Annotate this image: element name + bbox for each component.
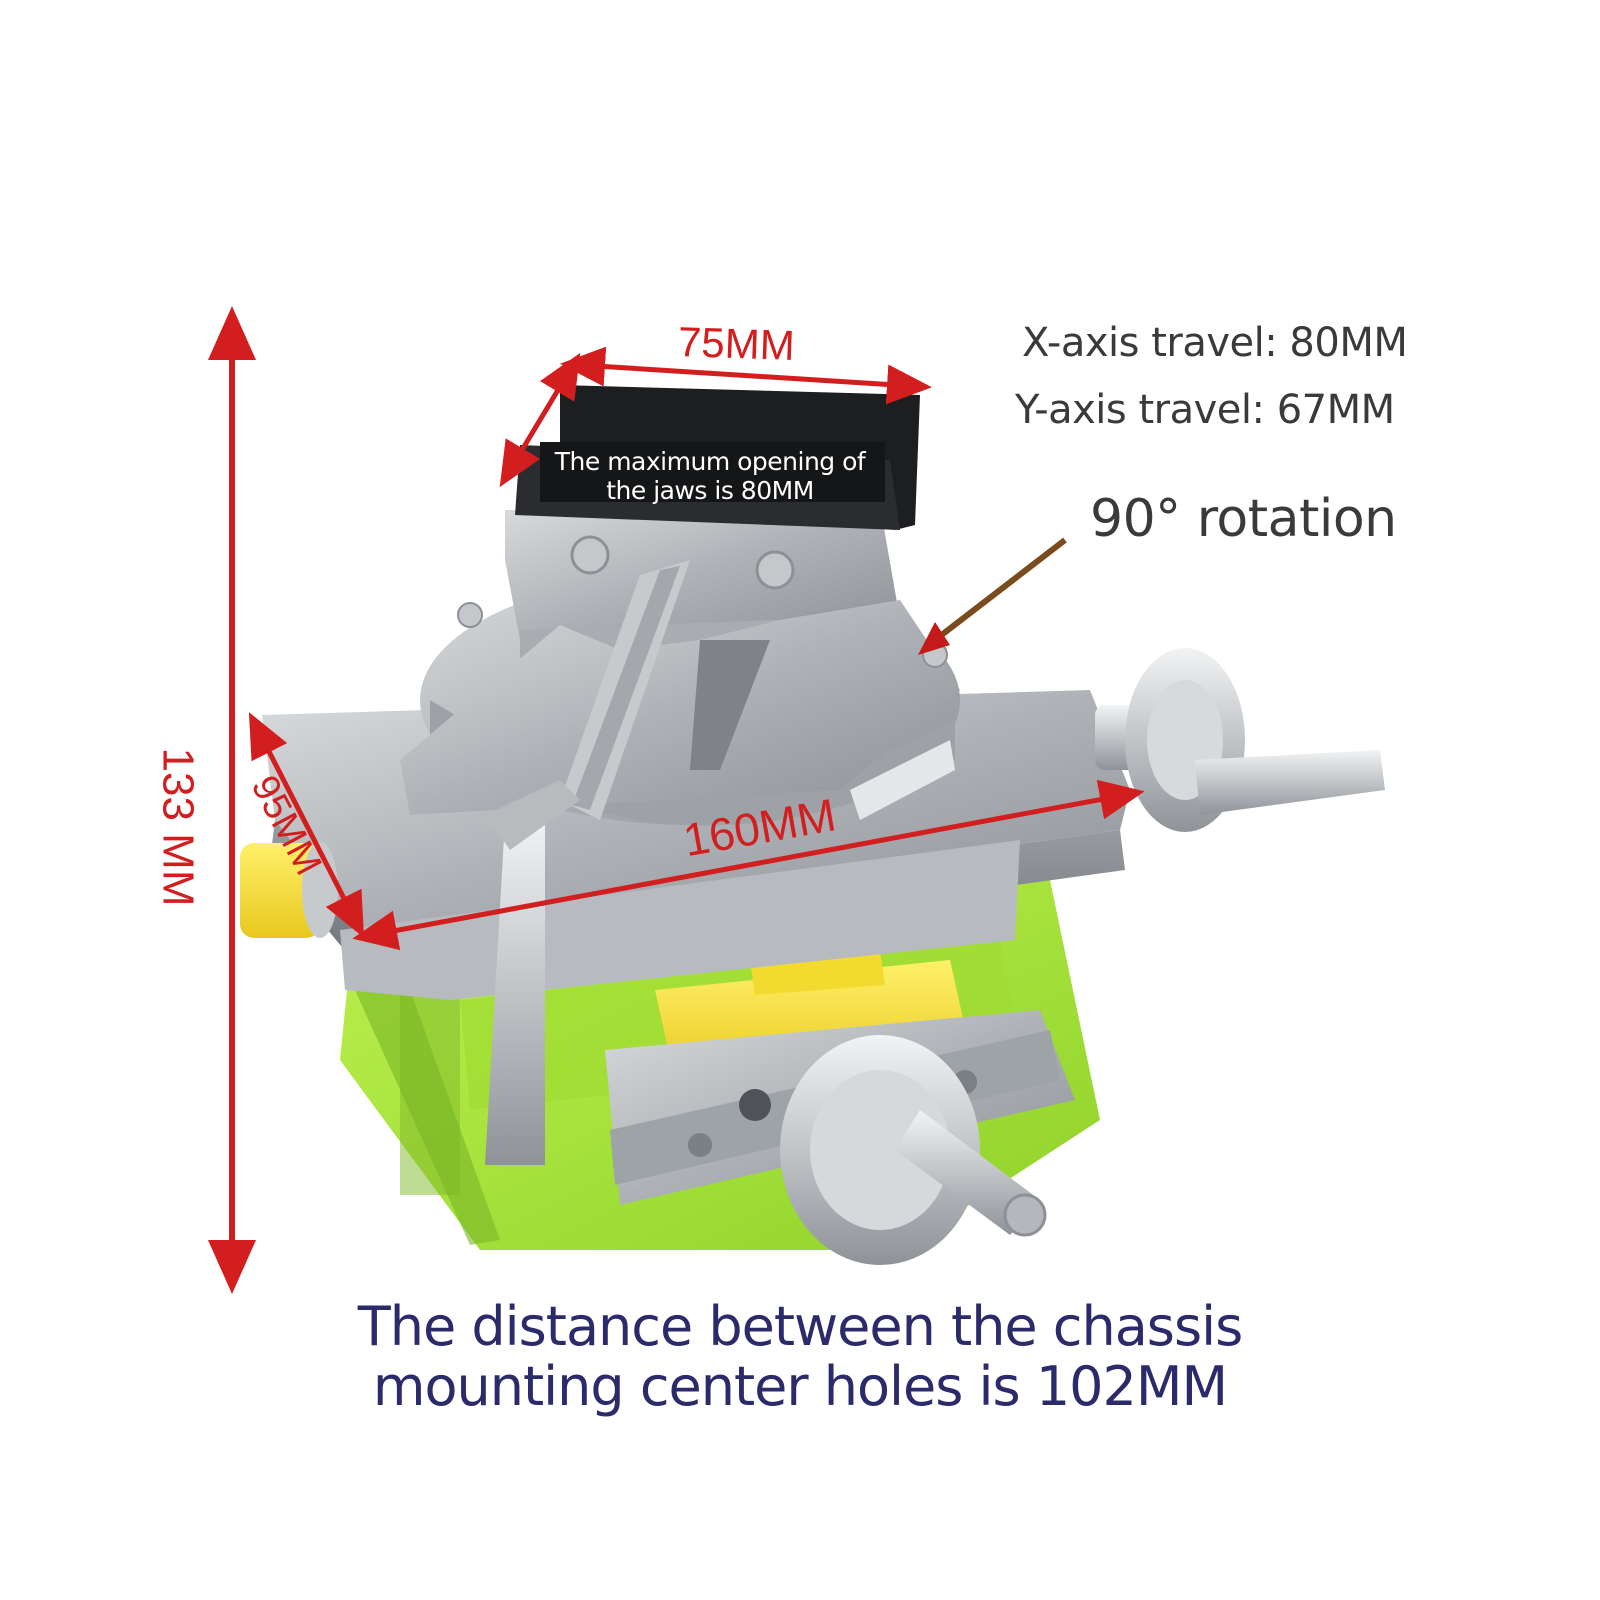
y-axis-travel-label: Y-axis travel: 67MM bbox=[1015, 387, 1395, 433]
front-handwheel[interactable] bbox=[780, 1035, 1047, 1265]
jaw-note-line1: The maximum opening of bbox=[554, 447, 866, 476]
side-handwheel[interactable] bbox=[1095, 648, 1385, 832]
jaw-depth-arrow bbox=[499, 352, 581, 488]
rotation-pointer bbox=[918, 537, 1067, 655]
mounting-note-line2: mounting center holes is 102MM bbox=[372, 1355, 1228, 1418]
depth-arrow bbox=[248, 712, 365, 938]
jaw-note-line2: the jaws is 80MM bbox=[606, 476, 814, 505]
jaw-width-label: 75MM bbox=[677, 317, 796, 370]
vise-jaws bbox=[515, 385, 920, 530]
jaw-opening-note: The maximum opening of the jaws is 80MM bbox=[520, 447, 900, 505]
x-axis-travel-label: X-axis travel: 80MM bbox=[1022, 320, 1408, 366]
jaw-width-arrow bbox=[560, 346, 932, 405]
mounting-note-line1: The distance between the chassis bbox=[357, 1295, 1243, 1358]
base-width-arrow bbox=[352, 779, 1145, 951]
lead-screw bbox=[560, 560, 690, 820]
height-label: 133 MM bbox=[153, 747, 203, 907]
rotation-label: 90° rotation bbox=[1090, 489, 1397, 549]
